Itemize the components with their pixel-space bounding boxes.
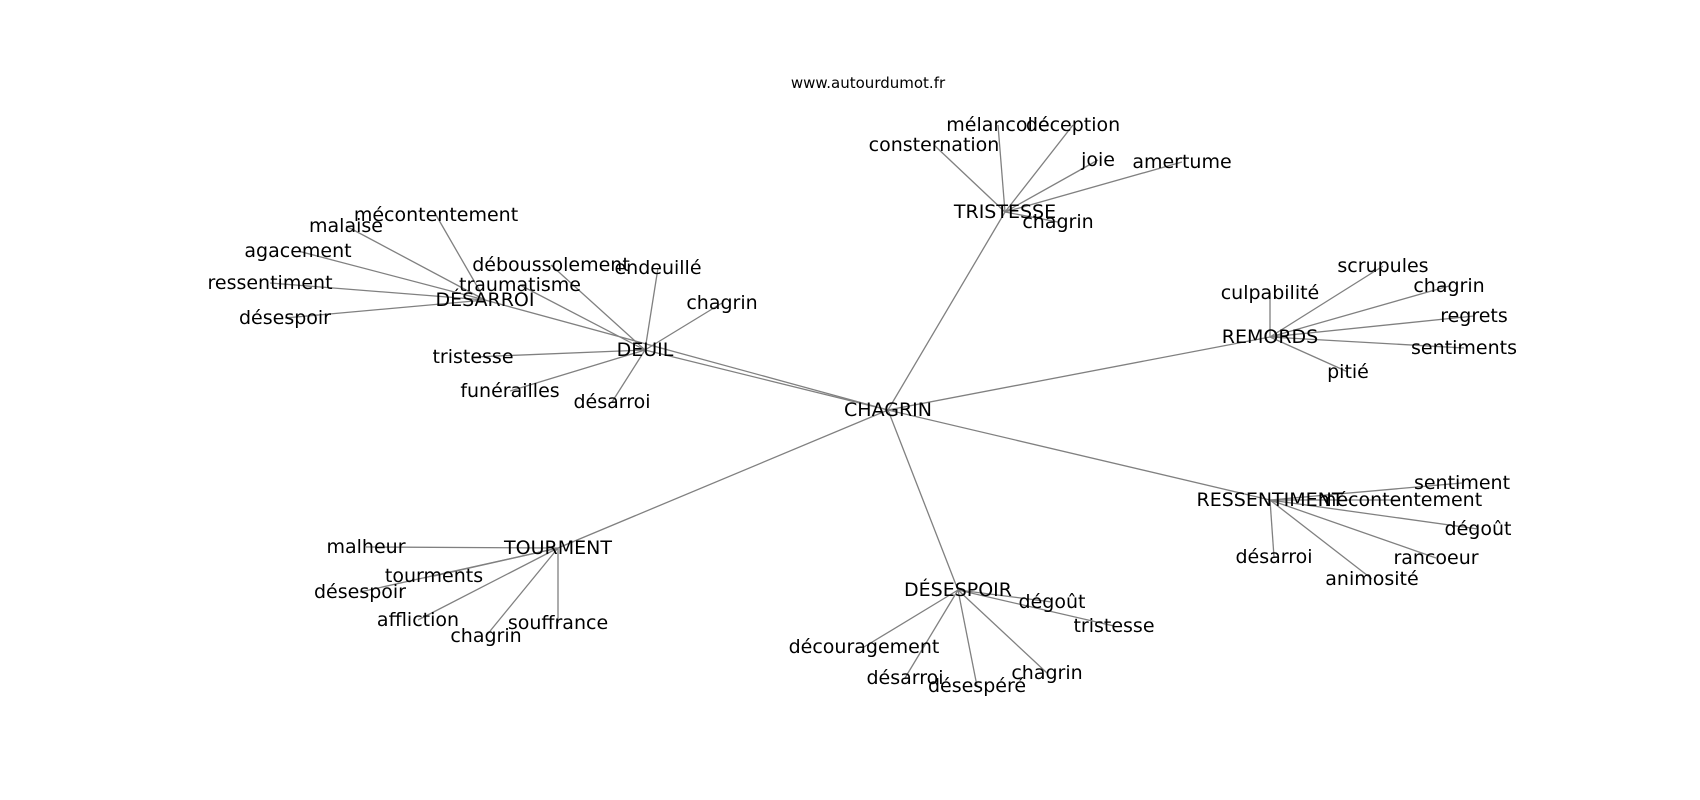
edge-node-remords-leaf [1269,265,1384,338]
node-deuil-leaf-label[interactable]: chagrin [686,292,757,314]
edge-node-tristesse-leaf [1004,161,1183,213]
node-remords-leaf-label[interactable]: pitié [1327,361,1369,383]
edge-node-desarroi-leaf [345,225,486,301]
node-tristesse-leaf-label[interactable]: consternation [869,134,1000,156]
node-tristesse-leaf-label[interactable]: déception [1026,114,1120,136]
edge-node-tourment-leaf [485,547,559,637]
node-ressentiment-leaf-label[interactable]: dégoût [1445,518,1512,540]
edge-center-node-remords [887,336,1271,411]
node-desespoir-leaf-label[interactable]: dégoût [1019,591,1086,613]
edge-node-desespoir-leaf [957,589,1053,603]
node-desespoir-leaf-label[interactable]: désespéré [928,675,1026,697]
node-tourment-leaf-label[interactable]: chagrin [450,625,521,647]
edge-node-desespoir-leaf [957,589,1048,674]
node-ressentiment-hub[interactable]: RESSENTIMENT [1197,489,1344,511]
edge-node-desespoir-leaf [904,589,959,679]
edge-node-deuil-leaf [509,349,646,392]
edge-node-deuil-leaf [550,264,646,351]
edge-node-desespoir-leaf [957,589,1115,627]
node-tristesse-leaf-label[interactable]: amertume [1132,151,1231,173]
edge-node-tristesse-leaf [1004,124,1074,213]
edge-node-ressentiment-leaf [1269,499,1373,580]
node-desarroi-leaf-label[interactable]: ressentiment [207,272,332,294]
edge-center-node-tourment [557,409,889,549]
edge-node-desarroi-leaf [435,214,486,301]
edge-node-desarroi-leaf [284,299,486,319]
edge-node-remords-leaf [1269,336,1465,349]
edge-center-node-desespoir [887,409,959,591]
edge-node-deuil-leaf [472,349,646,358]
node-tourment-leaf-label[interactable]: désespoir [314,581,406,603]
edge-node-tourment-leaf [417,547,559,621]
node-ressentiment-leaf-label[interactable]: désarroi [1235,546,1312,568]
edge-node-ressentiment-leaf [1269,499,1479,530]
node-tristesse-leaf-label[interactable]: mélancolie [946,114,1049,136]
node-remords-leaf-label[interactable]: regrets [1440,305,1508,327]
edge-node-deuil-leaf [644,267,659,351]
node-tourment-leaf-label[interactable]: tourments [385,565,483,587]
edge-node-deuil-leaf [644,302,723,351]
node-tristesse-leaf-label[interactable]: chagrin [1022,211,1093,233]
node-desespoir-leaf-label[interactable]: chagrin [1011,662,1082,684]
edge-node-tourment-leaf [359,547,559,593]
node-desespoir-leaf-label[interactable]: découragement [789,636,940,658]
edge-node-desarroi-leaf [269,282,486,301]
node-ressentiment-leaf-label[interactable]: mécontentement [1318,489,1482,511]
node-desarroi-leaf-label[interactable]: mécontentement [354,204,518,226]
node-desarroi-hub[interactable]: DÉSARROI [435,288,534,311]
node-desarroi-leaf-label[interactable]: agacement [244,240,351,262]
node-remords-leaf-label[interactable]: scrupules [1337,255,1428,277]
node-deuil-leaf-label[interactable]: traumatisme [459,274,581,296]
edge-node-tristesse-leaf [1004,211,1059,223]
graph-labels: CHAGRINTRISTESSEconsternationmélancolied… [207,114,1516,697]
edge-node-tourment-leaf [365,546,559,549]
node-deuil-leaf-label[interactable]: tristesse [432,346,513,368]
edge-center-node-ressentiment [887,409,1271,501]
node-desarroi-leaf-label[interactable]: désespoir [239,307,331,329]
edge-node-remords-leaf [1269,336,1349,373]
node-remords-leaf-label[interactable]: chagrin [1413,275,1484,297]
graph-edges [269,124,1479,687]
edge-node-deuil-leaf [611,349,646,403]
node-tristesse-leaf-label[interactable]: joie [1080,149,1115,171]
node-desespoir-leaf-label[interactable]: tristesse [1073,615,1154,637]
edge-node-remords-leaf [1269,315,1475,338]
node-deuil-leaf-label[interactable]: funérailles [460,380,559,402]
node-ressentiment-leaf-label[interactable]: rancoeur [1393,547,1478,569]
node-center[interactable]: CHAGRIN [844,399,932,421]
node-deuil-leaf-label[interactable]: déboussolement [472,254,630,276]
node-ressentiment-leaf-label[interactable]: animosité [1325,568,1418,590]
edge-node-tristesse-leaf [997,124,1006,213]
node-deuil-hub[interactable]: DEUIL [617,339,674,361]
edge-center-node-deuil [644,349,889,411]
edge-node-remords-leaf [1269,285,1450,338]
node-remords-hub[interactable]: REMORDS [1222,326,1318,348]
node-tristesse-hub[interactable]: TRISTESSE [953,201,1056,223]
node-desespoir-leaf-label[interactable]: désarroi [866,667,943,689]
edge-node-desespoir-leaf [863,589,959,648]
node-tourment-leaf-label[interactable]: souffrance [508,612,608,634]
edge-node-ressentiment-leaf [1269,499,1437,559]
node-deuil-leaf-label[interactable]: désarroi [573,391,650,413]
node-tourment-leaf-label[interactable]: affliction [377,609,459,631]
node-desespoir-hub[interactable]: DÉSESPOIR [904,578,1012,601]
edge-center-node-tristesse [887,211,1006,411]
edge-node-desespoir-leaf [957,589,978,687]
node-desarroi-leaf-label[interactable]: malaise [309,215,383,237]
node-tourment-hub[interactable]: TOURMENT [503,537,612,559]
edge-node-deuil-leaf [519,284,646,351]
node-ressentiment-leaf-label[interactable]: sentiment [1414,472,1510,494]
node-deuil-leaf-label[interactable]: endeuillé [614,257,701,279]
node-remords-leaf-label[interactable]: sentiments [1411,337,1517,359]
edge-node-tristesse-leaf [933,144,1006,213]
node-tourment-leaf-label[interactable]: malheur [326,536,405,558]
edge-node-ressentiment-leaf [1269,482,1463,501]
edge-node-tristesse-leaf [1004,159,1099,213]
edge-node-ressentiment-leaf [1269,499,1275,558]
site-url: www.autourdumot.fr [791,74,946,92]
edge-center-node-desarroi [484,299,889,411]
node-remords-leaf-label[interactable]: culpabilité [1221,282,1320,304]
edge-node-desarroi-leaf [297,250,486,301]
